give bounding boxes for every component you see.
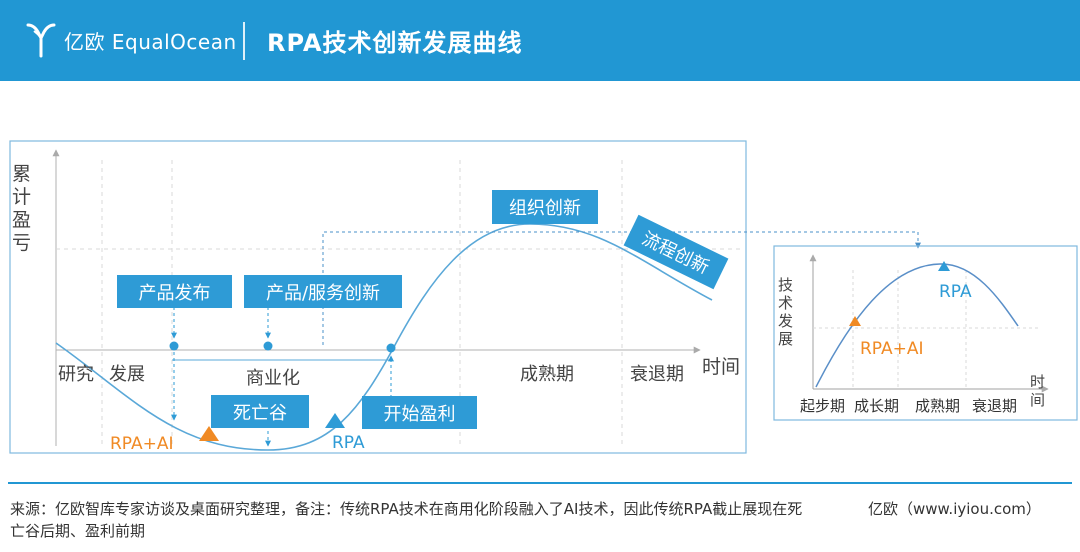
callout-start-profit: 开始盈利 xyxy=(362,396,477,429)
inset-x-axis-label: 时 间 xyxy=(1030,373,1045,409)
phase-commercialization: 商业化 xyxy=(246,368,300,389)
callout-death-valley: 死亡谷 xyxy=(211,395,309,428)
rpa-ai-label: RPA+AI xyxy=(110,434,174,454)
main-chart-frame xyxy=(9,140,747,454)
brand: 亿欧 EqualOcean xyxy=(26,20,237,60)
callout-service-innovation: 产品/服务创新 xyxy=(244,275,402,308)
svg-text:衰退期: 衰退期 xyxy=(972,397,1017,415)
callout-process-innovation: 流程创新 xyxy=(623,214,729,290)
inset-lifecycle-curve xyxy=(815,263,1019,388)
callout-org-innovation: 组织创新 xyxy=(492,190,598,224)
equalocean-logo-icon xyxy=(26,23,56,58)
inset-phase-labels: 起步期 成长期 成熟期 衰退期 xyxy=(800,397,1017,415)
inset-chart-frame xyxy=(773,245,1078,421)
inset-rpa-label: RPA xyxy=(939,282,972,302)
svg-text:间: 间 xyxy=(1030,391,1045,409)
svg-text:产品发布: 产品发布 xyxy=(139,283,211,304)
main-growth-curve xyxy=(55,223,713,451)
svg-text:成熟期: 成熟期 xyxy=(915,397,960,415)
svg-text:起步期: 起步期 xyxy=(800,397,845,415)
footer-source: 亿欧（www.iyiou.com） xyxy=(868,500,1041,518)
header-separator xyxy=(243,22,245,60)
rpa-marker xyxy=(325,413,345,428)
phase-research: 研究 xyxy=(58,364,94,385)
main-y-axis-label: 累 计 盈 亏 xyxy=(12,163,31,254)
inset-rpa-marker xyxy=(938,261,950,271)
main-x-axis-label: 时间 xyxy=(702,356,740,378)
phase-development: 发展 xyxy=(109,364,145,385)
inset-rpa-ai-label: RPA+AI xyxy=(860,339,924,359)
svg-text:发: 发 xyxy=(778,312,793,330)
svg-text:亏: 亏 xyxy=(12,232,31,254)
svg-text:产品/服务创新: 产品/服务创新 xyxy=(266,283,380,304)
svg-text:技: 技 xyxy=(778,276,793,294)
svg-text:组织创新: 组织创新 xyxy=(509,198,581,219)
svg-text:成长期: 成长期 xyxy=(854,397,899,415)
main-phase-gridlines xyxy=(56,160,740,445)
svg-text:术: 术 xyxy=(778,294,793,312)
inset-y-axis-label: 技 术 发 展 xyxy=(778,276,793,348)
inset-gridlines xyxy=(813,270,1040,389)
svg-text:累: 累 xyxy=(12,163,31,185)
footer-divider xyxy=(8,482,1072,484)
svg-text:计: 计 xyxy=(12,186,31,208)
phase-decline: 衰退期 xyxy=(630,364,684,385)
header-bar: 亿欧 EqualOcean RPA技术创新发展曲线 xyxy=(0,0,1080,81)
page-title: RPA技术创新发展曲线 xyxy=(267,29,523,57)
diagram-canvas: 累 计 盈 亏 时间 研究 发展 商业化 成熟期 衰退期 产品发布 产品/服务创… xyxy=(9,140,1078,454)
service-innovation-dot xyxy=(263,341,273,351)
product-launch-dot xyxy=(169,341,179,351)
phase-maturity: 成熟期 xyxy=(520,364,574,385)
callout-product-launch: 产品发布 xyxy=(117,275,232,308)
rpa-ai-marker xyxy=(199,426,219,441)
svg-text:盈: 盈 xyxy=(12,209,31,231)
svg-text:展: 展 xyxy=(778,330,793,348)
svg-text:时: 时 xyxy=(1030,373,1045,391)
svg-text:死亡谷: 死亡谷 xyxy=(233,403,287,424)
inset-rpa-ai-marker xyxy=(849,316,861,326)
footnote: 来源：亿欧智库专家访谈及桌面研究整理，备注：传统RPA技术在商用化阶段融入了AI… xyxy=(10,500,803,540)
start-profit-dot xyxy=(386,343,396,353)
svg-text:开始盈利: 开始盈利 xyxy=(384,404,456,425)
rpa-label: RPA xyxy=(332,433,365,453)
brand-name: 亿欧 EqualOcean xyxy=(64,29,237,54)
